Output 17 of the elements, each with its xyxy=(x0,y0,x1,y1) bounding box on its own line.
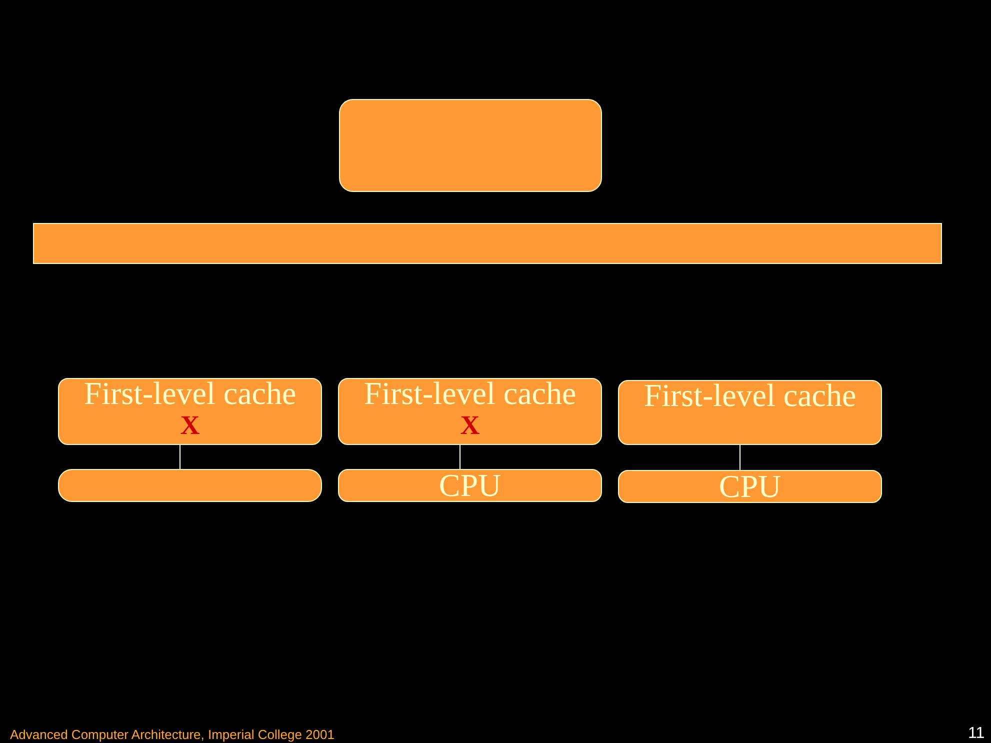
rounded-box xyxy=(58,469,322,502)
rounded-box xyxy=(58,378,322,445)
box-label: First-level cache xyxy=(84,379,296,407)
rounded-box xyxy=(618,380,882,445)
x-mark: X xyxy=(460,412,480,438)
box-label: CPU xyxy=(718,471,782,502)
footer-text: Advanced Computer Architecture, Imperial College 2001 xyxy=(10,727,334,742)
box-label: First-level cache xyxy=(644,381,856,409)
rounded-box xyxy=(339,99,602,192)
bus-bar xyxy=(33,223,942,264)
box-label: First-level cache xyxy=(364,379,576,407)
x-mark: X xyxy=(180,412,200,438)
rounded-box xyxy=(338,469,602,502)
box-label: CPU xyxy=(438,470,502,501)
rounded-box xyxy=(338,378,602,445)
rounded-box xyxy=(618,470,882,503)
page-number: 11 xyxy=(968,725,985,743)
